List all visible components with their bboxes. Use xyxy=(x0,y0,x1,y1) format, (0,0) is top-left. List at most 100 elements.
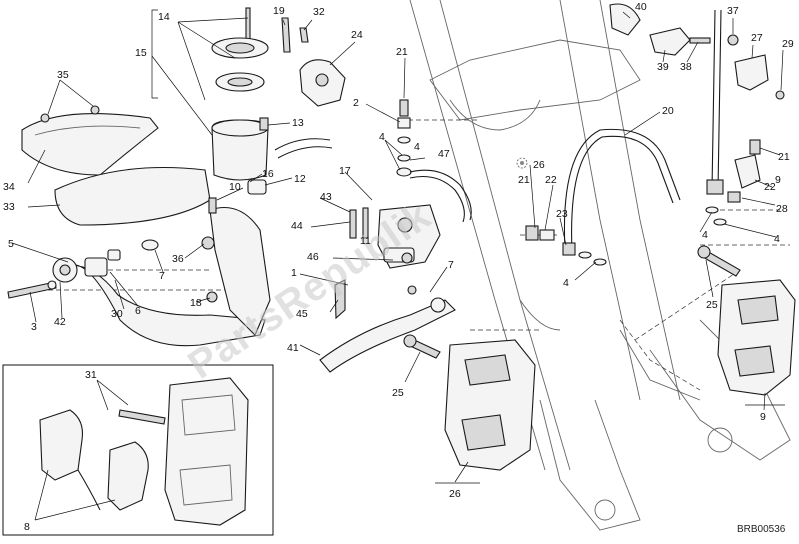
banjo-21-right xyxy=(749,139,761,155)
callout-30: 30 xyxy=(111,308,123,320)
right-fittings xyxy=(705,139,761,226)
washer-42 xyxy=(47,280,57,290)
callout-2: 2 xyxy=(353,97,359,109)
washer-4b xyxy=(397,154,411,162)
nut-36 xyxy=(201,236,215,250)
callout-7: 7 xyxy=(159,270,165,282)
lever-guard-assembly xyxy=(7,197,271,347)
callout-47: 47 xyxy=(438,148,450,160)
screw-35-a xyxy=(40,113,50,123)
callout-23: 23 xyxy=(556,208,568,220)
callout-31: 31 xyxy=(85,369,97,381)
callout-1: 1 xyxy=(291,267,297,279)
callout-4: 4 xyxy=(563,277,569,289)
callout-22: 22 xyxy=(545,174,557,186)
callout-37: 37 xyxy=(727,5,739,17)
bracket-39 xyxy=(649,27,691,56)
brake-pad-inset xyxy=(2,364,274,536)
callout-40: 40 xyxy=(635,1,647,13)
fitting-13 xyxy=(259,117,269,131)
callout-4: 4 xyxy=(702,229,708,241)
callout-9: 9 xyxy=(775,174,781,186)
callout-27: 27 xyxy=(751,32,763,44)
screw-38 xyxy=(689,37,711,44)
screw-29 xyxy=(775,90,785,100)
handguard-cover xyxy=(54,166,211,226)
sensor-bracket-parts xyxy=(609,3,785,100)
callout-10: 10 xyxy=(229,181,241,193)
callout-16: 16 xyxy=(262,168,274,180)
callout-35: 35 xyxy=(57,69,69,81)
callout-26: 26 xyxy=(449,488,461,500)
bush-7 xyxy=(107,249,121,261)
banjo-fittings-top xyxy=(396,99,472,223)
clamp-40 xyxy=(609,3,641,36)
bracket-27 xyxy=(734,54,769,91)
callout-19: 19 xyxy=(273,5,285,17)
banjo-21-center xyxy=(525,225,539,241)
pad-spring xyxy=(77,469,101,511)
clamp-16 xyxy=(247,179,267,195)
callout-25: 25 xyxy=(706,299,718,311)
screw-19 xyxy=(281,17,291,53)
caliper-9-right xyxy=(717,279,796,396)
callout-32: 32 xyxy=(313,6,325,18)
bolt-3 xyxy=(7,281,57,299)
hose-20 xyxy=(563,128,681,251)
callout-21: 21 xyxy=(778,151,790,163)
caliper-ghost-inset xyxy=(164,377,249,526)
callout-26: 26 xyxy=(533,159,545,171)
handguard-assembly xyxy=(21,105,211,226)
fitting-23 xyxy=(562,242,576,256)
callout-39: 39 xyxy=(657,61,669,73)
nut-46 xyxy=(401,252,413,264)
callout-11: 11 xyxy=(360,235,371,247)
handguard-shell xyxy=(21,113,159,176)
callout-24: 24 xyxy=(351,29,363,41)
master-cylinder-assembly xyxy=(319,204,456,373)
washer-4a xyxy=(397,136,411,144)
lever-mount-bracket xyxy=(209,206,271,336)
callout-3: 3 xyxy=(31,321,37,333)
callout-6: 6 xyxy=(135,305,141,317)
fitting-22-right xyxy=(734,154,761,189)
callout-17: 17 xyxy=(339,165,351,177)
callout-9: 9 xyxy=(760,411,766,423)
callout-42: 42 xyxy=(54,316,66,328)
callout-43: 43 xyxy=(320,191,332,203)
central-fittings xyxy=(525,225,607,266)
leader-lines xyxy=(11,11,784,521)
bleed-28 xyxy=(727,191,741,203)
switch-45 xyxy=(334,279,346,320)
callout-46: 46 xyxy=(307,251,319,263)
callout-20: 20 xyxy=(662,105,674,117)
nut-37 xyxy=(727,34,739,46)
callout-33: 33 xyxy=(3,201,15,213)
callout-15: 15 xyxy=(135,47,147,59)
brake-pad-a xyxy=(39,409,84,481)
screw-35-b xyxy=(90,105,100,115)
reservoir-assembly xyxy=(211,7,333,195)
callout-14: 14 xyxy=(158,11,170,23)
fitting-22-center xyxy=(539,229,555,241)
callout-21: 21 xyxy=(518,174,530,186)
group-brackets xyxy=(151,9,785,484)
callout-4: 4 xyxy=(414,141,420,153)
banjo-bolt-21 xyxy=(399,99,409,117)
pin-11 xyxy=(362,207,369,239)
screw-32 xyxy=(299,27,309,43)
pin-44 xyxy=(349,209,357,239)
callout-25: 25 xyxy=(392,387,404,399)
callout-22: 22 xyxy=(764,181,776,193)
callout-44: 44 xyxy=(291,220,303,232)
callout-4: 4 xyxy=(379,131,385,143)
reference-code: BRB00536 xyxy=(737,524,786,535)
brake-pad-b xyxy=(107,441,149,511)
nut-18 xyxy=(206,291,218,303)
callout-34: 34 xyxy=(3,181,15,193)
spacer-6 xyxy=(84,257,108,277)
callout-4: 4 xyxy=(774,233,780,245)
